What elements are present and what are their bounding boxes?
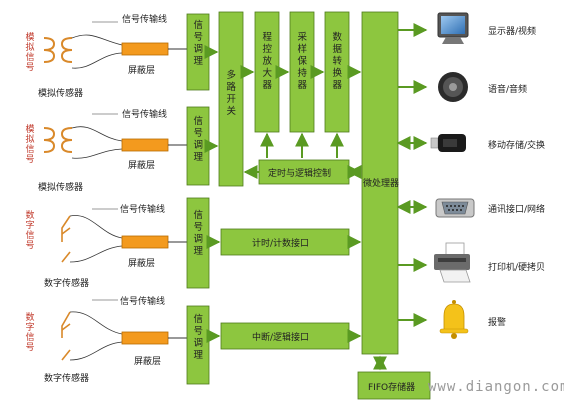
- output-label-printer: 打印机/硬拷贝: [488, 261, 545, 273]
- shield-layer: [121, 138, 169, 152]
- digital-sensor-label: 数字传感器: [44, 372, 89, 384]
- sample-hold-block: [289, 11, 315, 133]
- flow-arrows: [204, 23, 428, 371]
- sensor-group-digital-2: 数字信号 信号传输线 屏蔽层 数字传感器: [26, 295, 187, 384]
- signal-wire: [71, 126, 123, 159]
- watermark: www.diangon.com: [428, 379, 564, 395]
- mux-block: [218, 11, 244, 187]
- usb-drive-icon: [430, 134, 466, 152]
- sensor-group-analog-2: 模拟信号 信号传输线 屏蔽层 模拟传感器: [26, 108, 187, 193]
- shield-layer: [121, 42, 169, 56]
- mux-label: 多路开关: [227, 69, 237, 117]
- output-label-alarm: 报警: [488, 316, 506, 328]
- conditioning-label: 信号调理: [194, 19, 204, 67]
- signal-wire: [69, 215, 123, 263]
- sample-hold-label: 采样保持器: [298, 32, 308, 91]
- sensor-group-digital-1: 数字信号 信号传输线 屏蔽层 数字传感器: [26, 203, 187, 289]
- conditioning-label: 信号调理: [194, 115, 204, 163]
- adc-block: [324, 11, 350, 133]
- shield-label: 屏蔽层: [128, 64, 155, 76]
- interrupt-logic-block: [220, 322, 350, 350]
- digital-sensor-label: 数字传感器: [44, 277, 89, 289]
- speaker-icon: [438, 72, 468, 102]
- printer-icon: [434, 242, 471, 283]
- shield-label: 屏蔽层: [128, 159, 155, 171]
- interrupt-logic-label: 中断/逻辑接口: [252, 331, 309, 343]
- serial-port-icon: [435, 198, 475, 218]
- shield-layer: [121, 235, 169, 249]
- output-label-monitor: 显示器/视频: [488, 25, 536, 37]
- pga-block: [254, 11, 280, 133]
- signal-wire: [71, 34, 123, 69]
- signal-line-label: 信号传输线: [120, 295, 165, 307]
- pga-label: 程控放大器: [263, 32, 273, 91]
- fifo-block: [357, 371, 431, 400]
- acquisition-chain: 多路开关 程控放大器 采样保持器 数据转换器 定时与逻辑控制: [218, 11, 350, 187]
- timing-logic-block: [258, 159, 350, 185]
- timing-logic-label: 定时与逻辑控制: [268, 167, 331, 179]
- output-label-usb: 移动存储/交换: [488, 139, 545, 151]
- timer-counter-block: [220, 228, 350, 256]
- switch-contact-icon: [61, 311, 71, 361]
- shield-label: 屏蔽层: [128, 257, 155, 269]
- shield-layer: [121, 331, 169, 345]
- conditioning-blocks: 信号调理 信号调理 信号调理 信号调理: [186, 13, 210, 385]
- sensor-group-analog-1: 模拟信号 信号传输线 屏蔽层 模拟传感器: [26, 13, 187, 99]
- output-label-serial: 通讯接口/网络: [488, 203, 545, 215]
- switch-contact-icon: [61, 215, 71, 263]
- output-label-speaker: 语音/音频: [488, 83, 527, 95]
- shield-label: 屏蔽层: [134, 355, 161, 367]
- signal-line-label: 信号传输线: [122, 108, 167, 120]
- timer-counter-label: 计时/计数接口: [252, 237, 309, 249]
- adc-label: 数据转换器: [333, 31, 343, 91]
- conditioning-label: 信号调理: [194, 209, 204, 257]
- analog-signal-label-vertical: 模拟信号: [26, 124, 35, 165]
- alarm-bell-icon: [439, 300, 469, 339]
- digital-signal-label-vertical: 数字信号: [26, 311, 35, 353]
- analog-sensor-label: 模拟传感器: [38, 87, 83, 99]
- digital-signal-label-vertical: 数字信号: [26, 209, 35, 251]
- output-devices: 显示器/视频 语音/音频 移动存储/交换 通讯接口/网络: [430, 12, 545, 339]
- mcu-block: [361, 11, 399, 355]
- conditioning-block-4: [186, 305, 210, 385]
- fifo-label: FIFO存储器: [368, 381, 415, 393]
- monitor-icon: [437, 12, 469, 44]
- analog-signal-label-vertical: 模拟信号: [26, 32, 35, 73]
- coil-icon: [43, 127, 73, 153]
- analog-sensor-label: 模拟传感器: [38, 181, 83, 193]
- conditioning-label: 信号调理: [194, 313, 204, 361]
- signal-line-label: 信号传输线: [120, 203, 165, 215]
- coil-icon: [43, 37, 73, 63]
- signal-wire: [69, 311, 123, 361]
- processor-core: 微处理器 FIFO存储器: [357, 11, 431, 400]
- interface-blocks: 计时/计数接口 中断/逻辑接口: [220, 228, 350, 350]
- mcu-label: 微处理器: [363, 177, 399, 189]
- signal-line-label: 信号传输线: [122, 13, 167, 25]
